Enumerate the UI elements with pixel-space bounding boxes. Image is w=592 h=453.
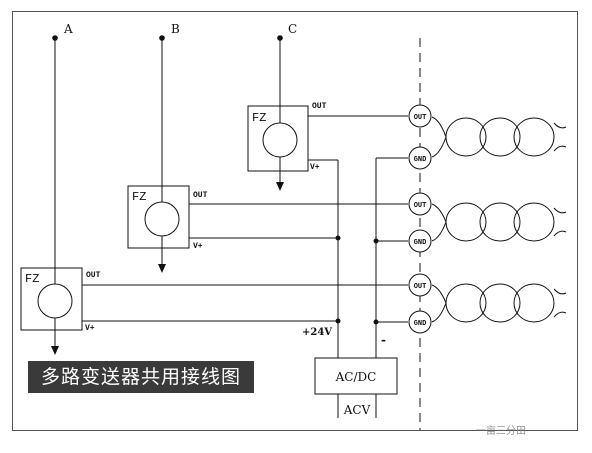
terminal-out-label-1: OUT <box>414 114 427 122</box>
transmitter-label-c: FZ <box>252 111 266 125</box>
out-label-c: OUT <box>312 102 327 111</box>
transmitter-box-c <box>247 105 309 172</box>
twisted-pair-3 <box>431 283 567 323</box>
vplus-label-c: V+ <box>310 163 320 172</box>
power-supply-label: AC/DC <box>335 370 377 384</box>
terminal-out-label-2: OUT <box>414 202 427 210</box>
sensor-circle-c <box>262 122 298 158</box>
arrow-c <box>276 182 284 191</box>
out-label-a: OUT <box>86 271 101 280</box>
terminal-out-1 <box>408 104 432 128</box>
terminal-gnd-label-3: GND <box>414 320 427 328</box>
terminal-out-3 <box>408 273 432 297</box>
transmitter-box-b <box>127 185 190 249</box>
terminal-gnd-label-2: GND <box>414 239 427 247</box>
transmitter-label-a: FZ <box>25 272 39 286</box>
out-label-b: OUT <box>193 191 208 200</box>
input-dot-c <box>277 35 283 41</box>
terminal-out-label-3: OUT <box>414 283 427 291</box>
terminal-out-2 <box>408 192 432 216</box>
acv-label: ACV <box>343 403 371 417</box>
junction-vplus-b <box>335 235 341 241</box>
plus-24v-label: +24V <box>302 327 332 338</box>
terminal-gnd-2 <box>408 229 432 253</box>
junction-gnd-2 <box>373 238 379 244</box>
input-label-a: A <box>63 22 73 36</box>
terminal-gnd-label-1: GND <box>414 156 427 164</box>
minus-label: - <box>381 333 386 347</box>
terminal-gnd-3 <box>408 310 432 334</box>
transmitter-label-b: FZ <box>132 190 146 204</box>
sensor-circle-a <box>37 283 73 319</box>
vplus-label-a: V+ <box>85 324 95 333</box>
arrow-a <box>51 346 59 355</box>
terminal-gnd-1 <box>408 146 432 170</box>
power-supply-box <box>314 357 398 395</box>
input-dot-b <box>159 35 165 41</box>
watermark: 一亩三分田 <box>476 426 526 437</box>
transmitter-box-a <box>20 267 83 331</box>
input-label-c: C <box>288 22 297 36</box>
arrow-b <box>158 264 166 273</box>
twisted-pair-2 <box>431 202 567 242</box>
caption-banner: 多路变送器共用接线图 <box>28 361 254 393</box>
junction-vplus-a <box>335 318 341 324</box>
input-label-b: B <box>171 22 180 36</box>
junction-gnd-3 <box>373 319 379 325</box>
input-dot-a <box>52 35 58 41</box>
vplus-label-b: V+ <box>193 242 203 251</box>
twisted-pair-1 <box>431 116 567 158</box>
sensor-circle-b <box>144 201 180 237</box>
